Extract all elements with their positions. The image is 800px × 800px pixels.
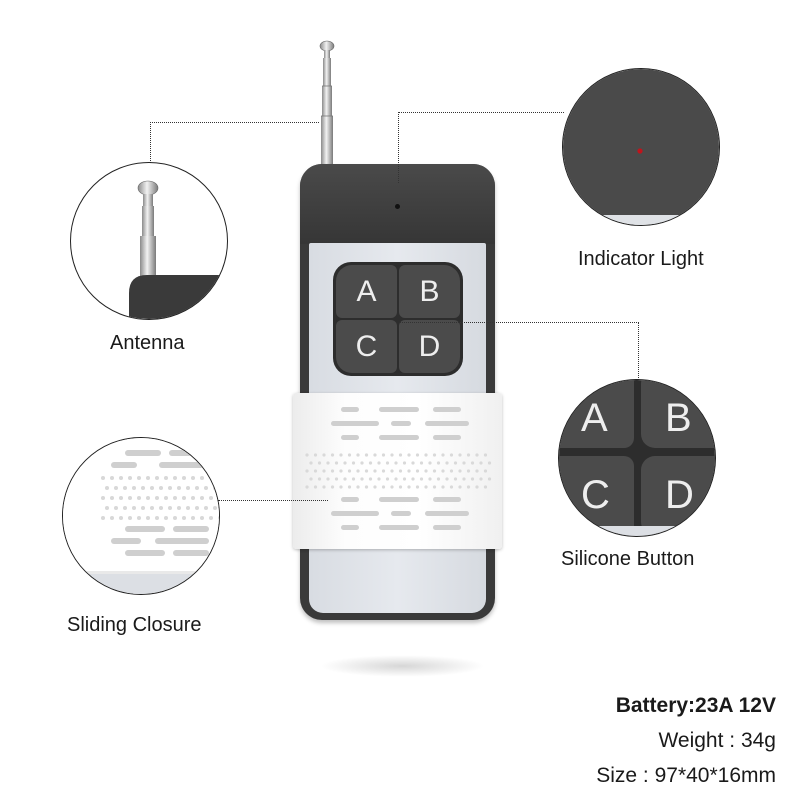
product-shadow [320, 655, 485, 677]
button-c[interactable]: C [336, 320, 397, 373]
detail-button-a: A [581, 396, 608, 440]
sliding-closure [293, 393, 502, 549]
label-sliding-closure: Sliding Closure [67, 614, 202, 636]
antenna-leader-line [150, 122, 319, 163]
spec-battery: Battery:23A 12V [615, 694, 776, 717]
closure-detail-circle [62, 437, 220, 595]
indicator-detail-circle [562, 68, 720, 226]
antenna-rod [319, 40, 335, 170]
buttons-leader-line [400, 322, 639, 380]
button-b[interactable]: B [399, 265, 460, 318]
button-d[interactable]: D [399, 320, 460, 373]
buttons-detail-circle: A B C D [558, 379, 716, 537]
closure-detail-image [63, 438, 219, 594]
spec-weight: Weight : 34g [658, 729, 776, 752]
button-a[interactable]: A [336, 265, 397, 318]
detail-button-b: B [665, 396, 692, 440]
detail-button-d: D [665, 473, 694, 517]
label-antenna: Antenna [110, 332, 185, 354]
closure-leader-line [218, 500, 328, 501]
antenna-detail-circle [70, 162, 228, 320]
antenna-detail-image [129, 180, 227, 319]
button-pad: A B C D [333, 262, 463, 376]
detail-button-c: C [581, 473, 610, 517]
spec-size: Size : 97*40*16mm [596, 764, 776, 787]
indicator-light [395, 204, 400, 209]
label-silicone-button: Silicone Button [561, 548, 695, 570]
label-indicator-light: Indicator Light [578, 248, 704, 270]
indicator-leader-line [398, 112, 564, 183]
indicator-detail-image [563, 69, 719, 225]
